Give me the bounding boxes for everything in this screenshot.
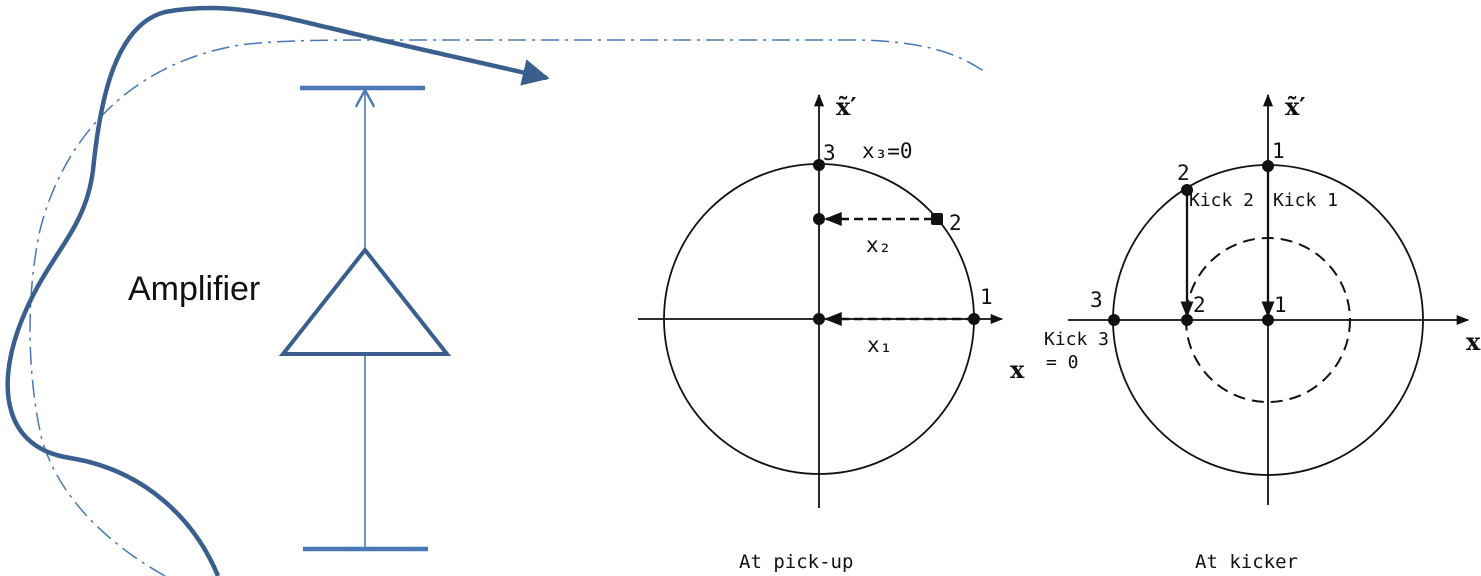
- pickup-y-axis-label: x̃′: [836, 92, 857, 121]
- kicker-label-2-bottom: 2: [1193, 293, 1206, 317]
- kicker-point-3: [1108, 314, 1120, 326]
- pickup-label-2: 2: [949, 211, 962, 235]
- pickup-label-3: 3: [823, 141, 836, 165]
- pickup-phase-space: x̃′ x 3 x₃=0 2 x₂ 1 x₁ At pick-up: [638, 92, 1025, 573]
- pickup-label-x2: x₂: [866, 233, 891, 257]
- pickup-point-2: [931, 213, 943, 225]
- amplifier-label: Amplifier: [128, 270, 260, 308]
- pickup-point-2-origin: [813, 213, 825, 225]
- kicker-point-1-top: [1262, 160, 1274, 172]
- closed-orbit-path: [29, 39, 986, 576]
- pickup-point-3: [813, 159, 825, 171]
- kicker-caption: At kicker: [1195, 551, 1298, 573]
- amplifier-triangle: [278, 246, 452, 356]
- pickup-center-point: [813, 313, 825, 325]
- kicker-phase-space: x̃′ x 1 2 Kick 2 Kick 1 3 2 1 Kick 3 = 0…: [1044, 92, 1481, 573]
- kicker-point-2-top: [1181, 184, 1193, 196]
- kicker-label-2-top: 2: [1177, 161, 1190, 185]
- pickup-caption: At pick-up: [739, 551, 853, 573]
- pickup-label-x1: x₁: [867, 333, 892, 357]
- pickup-label-x3: x₃=0: [862, 139, 913, 163]
- pickup-label-1: 1: [980, 285, 993, 309]
- kicker-label-kick-3-value: = 0: [1046, 352, 1079, 373]
- beam-schematic: Amplifier: [5, 5, 986, 576]
- kicker-label-1-top: 1: [1272, 139, 1285, 163]
- particle-trajectory: [5, 5, 550, 576]
- kicker-x-axis-label: x: [1466, 327, 1481, 356]
- pickup-point-1: [968, 313, 980, 325]
- kicker-label-1-bottom: 1: [1274, 293, 1287, 317]
- kicker-label-kick-2: Kick 2: [1189, 190, 1254, 211]
- kicker-label-kick-1: Kick 1: [1273, 190, 1338, 211]
- kicker-label-3: 3: [1090, 288, 1103, 312]
- kicker-y-axis-label: x̃′: [1285, 92, 1306, 121]
- pickup-x-axis-label: x: [1010, 355, 1025, 384]
- kicker-label-kick-3: Kick 3: [1044, 329, 1109, 350]
- kicker-point-1-bottom: [1262, 314, 1274, 326]
- kicker-point-2-bottom: [1181, 314, 1193, 326]
